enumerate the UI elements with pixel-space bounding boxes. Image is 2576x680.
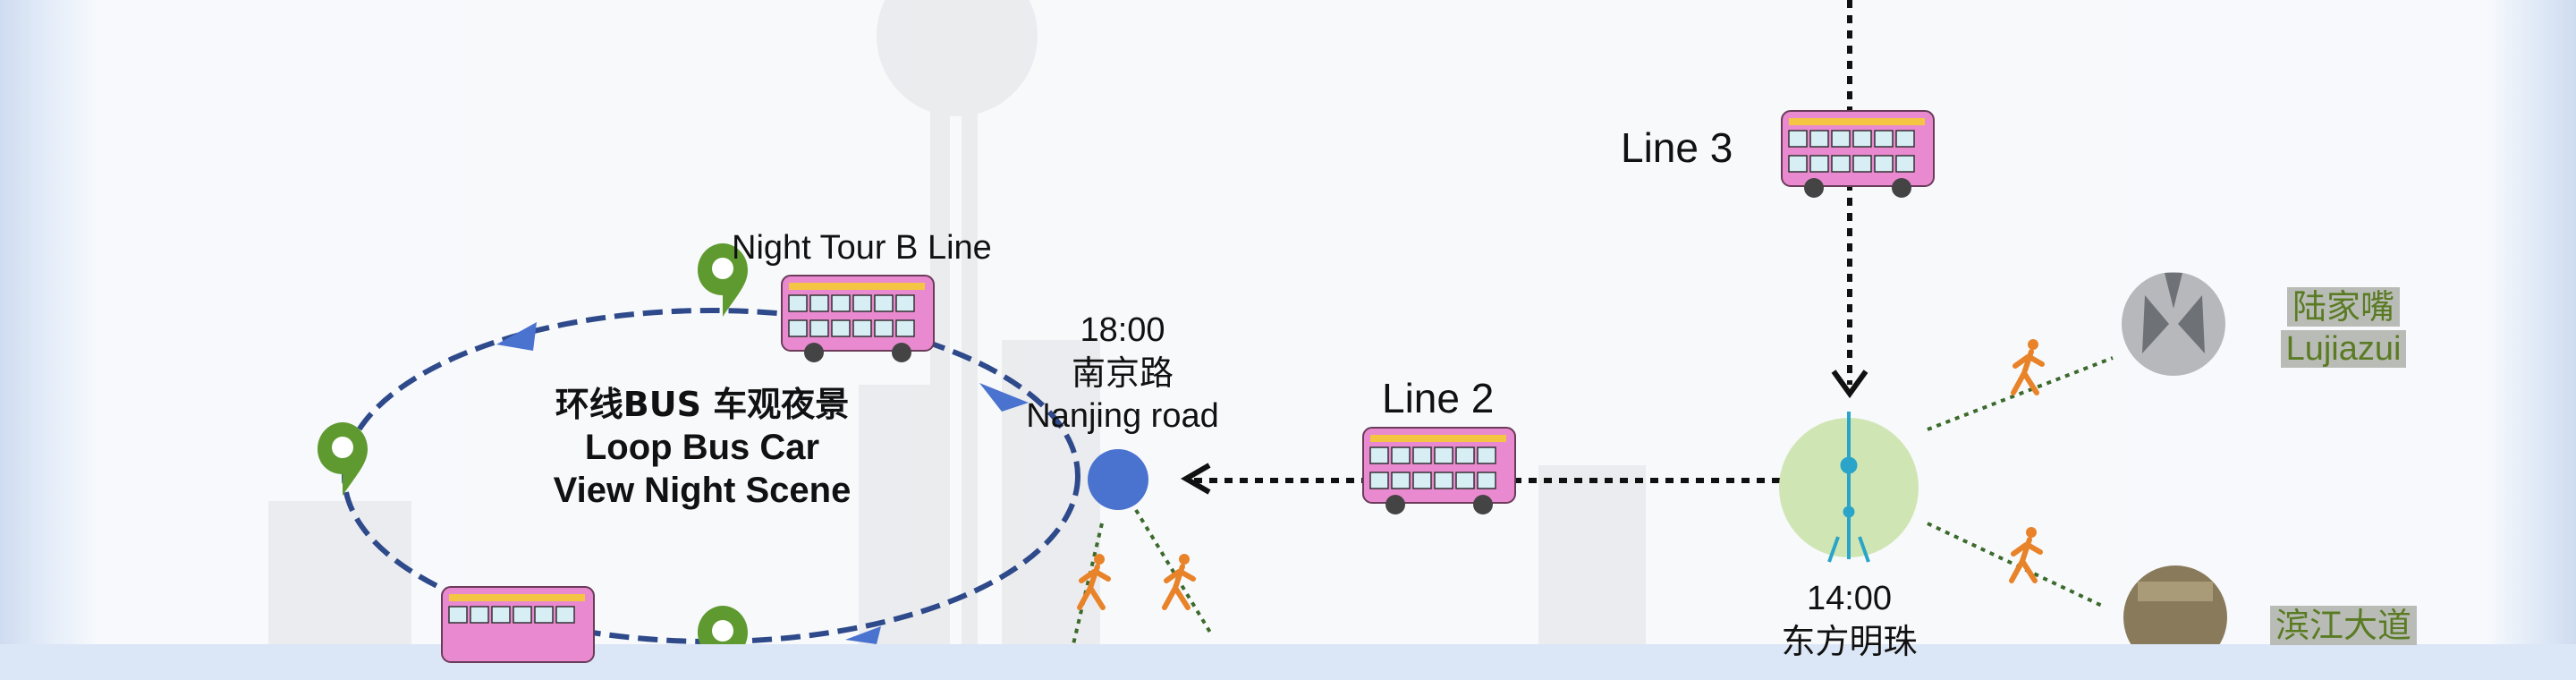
binjiang-name-cn: 滨江大道	[2269, 606, 2417, 645]
walker-icon-nanjing-1	[1080, 554, 1108, 608]
nanjing-station-label: 18:00 南京路 Nanjing road	[1011, 309, 1234, 438]
lujiazui-label: 陆家嘴 Lujiazui	[2272, 286, 2415, 370]
walk-path-binjiang	[1927, 522, 2103, 608]
loop-arrow-top	[496, 322, 537, 351]
loop-arrow-right	[979, 383, 1029, 412]
loop-title-cn: 环线BUS 车观夜景	[555, 385, 850, 424]
pearl-time: 14:00	[1806, 580, 1893, 617]
lujiazui-name-en: Lujiazui	[2280, 330, 2407, 368]
lujiazui-name-cn: 陆家嘴	[2286, 287, 2400, 327]
bus-icon-line3	[1781, 110, 1935, 198]
walker-icon-lujiazui	[2013, 339, 2042, 393]
building-1	[859, 385, 939, 644]
line3-label: Line 3	[1621, 124, 1733, 171]
lujiazui-photo-detail	[2142, 273, 2205, 353]
walk-path-nanjing-1	[1072, 523, 1104, 644]
line3-arrowhead	[1831, 370, 1868, 399]
bus-icon-night-tour	[781, 275, 935, 362]
binjiang-photo-icon	[2123, 565, 2227, 644]
tower-shaft-right	[962, 54, 978, 644]
binjiang-label: 滨江大道	[2263, 598, 2424, 647]
line2-label: Line 2	[1382, 375, 1495, 421]
line2-arrowhead	[1180, 463, 1211, 495]
loop-arrow-bottom	[845, 626, 881, 644]
diagram-canvas: Line 3 Line 2 Night Tour B Line 环线BUS 车观…	[0, 0, 2576, 663]
tower-sphere	[877, 0, 1038, 116]
map-pin-icon-bottom	[698, 606, 748, 644]
lujiazui-photo-icon	[2122, 272, 2225, 376]
loop-title: 环线BUS 车观夜景 Loop Bus Car View Night Scene	[510, 383, 894, 512]
bus-icon-line2	[1362, 427, 1516, 514]
building-4	[268, 501, 411, 644]
walk-path-lujiazui	[1927, 356, 2114, 431]
route-graph	[318, 0, 2227, 644]
skyline-background	[268, 0, 1646, 644]
nanjing-time: 18:00	[1080, 311, 1165, 349]
tower-icon	[1827, 412, 1870, 563]
map-pin-icon-left	[318, 422, 368, 496]
pearl-name-cn: 东方明珠	[1781, 622, 1918, 661]
building-3	[1538, 465, 1646, 644]
night-tour-label: Night Tour B Line	[732, 229, 992, 267]
bus-icon-loop-bottom	[441, 586, 595, 663]
loop-title-en-2: View Night Scene	[553, 471, 852, 510]
nanjing-station-dot	[1088, 449, 1148, 510]
pearl-station-label: 14:00 东方明珠	[1753, 577, 1945, 663]
nanjing-name-cn: 南京路	[1071, 353, 1174, 393]
binjiang-photo-detail	[2138, 582, 2213, 601]
nanjing-name-en: Nanjing road	[1026, 397, 1219, 435]
loop-title-en-1: Loop Bus Car	[584, 428, 820, 467]
